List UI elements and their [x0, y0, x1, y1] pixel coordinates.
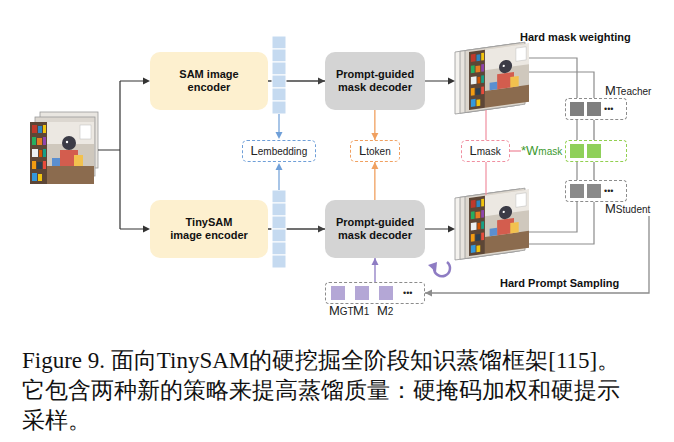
dashed-group: ••• — [325, 282, 425, 304]
loss-label: Ltoken — [359, 144, 391, 159]
encoder-box: TinySAM image encoder — [150, 200, 268, 258]
box-label: Prompt-guided mask decoder — [335, 68, 415, 94]
arrow-head — [448, 78, 455, 85]
drawing-part — [272, 242, 286, 255]
arrow-head — [318, 226, 325, 233]
arrow-head — [371, 133, 378, 140]
mask-square — [587, 144, 601, 158]
mask-square — [331, 286, 345, 300]
loss-box: Ltoken — [350, 140, 400, 162]
box-label: TinySAM image encoder — [169, 216, 249, 242]
drawing-part — [272, 203, 286, 216]
connector — [594, 120, 595, 140]
prompt-group: ••• MGTM1M2 — [325, 282, 425, 320]
caption-holder: Figure 9. 面向TinySAM的硬挖掘全阶段知识蒸馏框架[115]。它包… — [22, 346, 642, 436]
weight-label: *Wmask — [521, 144, 562, 159]
dashed-group — [565, 140, 627, 162]
loss-label: Lembedding — [251, 144, 308, 159]
drawing-part — [272, 229, 286, 242]
connector — [372, 258, 379, 282]
arrow-head — [276, 132, 283, 139]
drawing-part — [98, 81, 144, 229]
encoder-box: SAM image encoder — [150, 52, 268, 110]
drawing-part — [272, 255, 286, 268]
resampling-loop-arrow — [428, 262, 450, 276]
arrow-head — [143, 226, 150, 233]
prompt-label: M1 — [353, 304, 377, 319]
mask-square — [570, 144, 584, 158]
mask-square — [587, 102, 601, 116]
mask-square — [570, 184, 584, 198]
input-arrows — [98, 81, 144, 229]
teacher-embedding — [272, 36, 286, 114]
label-holder: Hard Prompt Sampling — [500, 273, 619, 291]
drawing-part — [30, 122, 94, 184]
mask-square — [570, 102, 584, 116]
mask-square — [355, 286, 369, 300]
ellipsis: ••• — [403, 287, 412, 299]
label-holder: Hard mask weighting — [520, 27, 631, 45]
student-output-images — [455, 188, 529, 260]
prompt-label: MGT — [329, 304, 353, 319]
drawing-part — [425, 81, 448, 229]
drawing-part — [272, 190, 286, 203]
mask-square — [379, 286, 393, 300]
decoder-output-arrows — [425, 81, 448, 229]
drawing-part — [272, 62, 286, 75]
connector-line — [593, 120, 594, 140]
connector-line — [593, 162, 594, 180]
loss-box: Lmask — [461, 140, 510, 162]
drawing-part — [272, 36, 286, 49]
drawing-part — [428, 262, 437, 272]
prompt-label: M2 — [377, 304, 401, 319]
loss-label: Lmask — [470, 144, 501, 159]
figure-caption: Figure 9. 面向TinySAM的硬挖掘全阶段知识蒸馏框架[115]。它包… — [22, 346, 642, 436]
teacher-mask-group: MTeacher ••• — [565, 84, 657, 120]
drawing-part — [469, 44, 529, 111]
dashed-group: ••• — [565, 98, 627, 120]
connector-line — [510, 150, 521, 151]
box-label: Prompt-guided mask decoder — [335, 216, 415, 242]
section-label: Hard Prompt Sampling — [500, 277, 619, 289]
arrow-head — [425, 290, 432, 297]
drawing-part — [469, 190, 529, 257]
teacher-output-images — [455, 42, 529, 114]
drawing-part — [272, 216, 286, 229]
ellipsis: ••• — [604, 185, 613, 197]
mask-square — [587, 184, 601, 198]
arrow-head — [318, 78, 325, 85]
mask-label: MTeacher — [605, 84, 657, 98]
dashed-group: ••• — [565, 180, 627, 202]
arrow-head — [448, 226, 455, 233]
connector — [371, 110, 378, 140]
arrow-head — [276, 163, 283, 170]
arrow-head — [371, 162, 378, 169]
label-row: MGTM1M2 — [325, 304, 425, 319]
arrow-head — [372, 258, 379, 265]
mask-weight-group: *Wmask — [521, 140, 627, 162]
ellipsis: ••• — [604, 103, 613, 115]
drawing-part — [272, 49, 286, 62]
connector — [510, 151, 521, 152]
drawing-part — [272, 88, 286, 101]
input-image-stack — [30, 112, 98, 184]
decoder-box: Prompt-guided mask decoder — [325, 200, 425, 258]
section-label: Hard mask weighting — [520, 31, 631, 43]
decoder-box: Prompt-guided mask decoder — [325, 52, 425, 110]
connector — [594, 162, 595, 180]
connector — [371, 162, 378, 200]
student-mask-group: ••• MStudent — [565, 180, 657, 216]
loss-box: Lembedding — [242, 140, 317, 162]
box-label: SAM image encoder — [169, 68, 249, 94]
drawing-part — [272, 101, 286, 114]
student-embedding — [272, 190, 286, 268]
mask-label: MStudent — [605, 202, 657, 216]
arrow-head — [143, 78, 150, 85]
drawing-part — [272, 75, 286, 88]
